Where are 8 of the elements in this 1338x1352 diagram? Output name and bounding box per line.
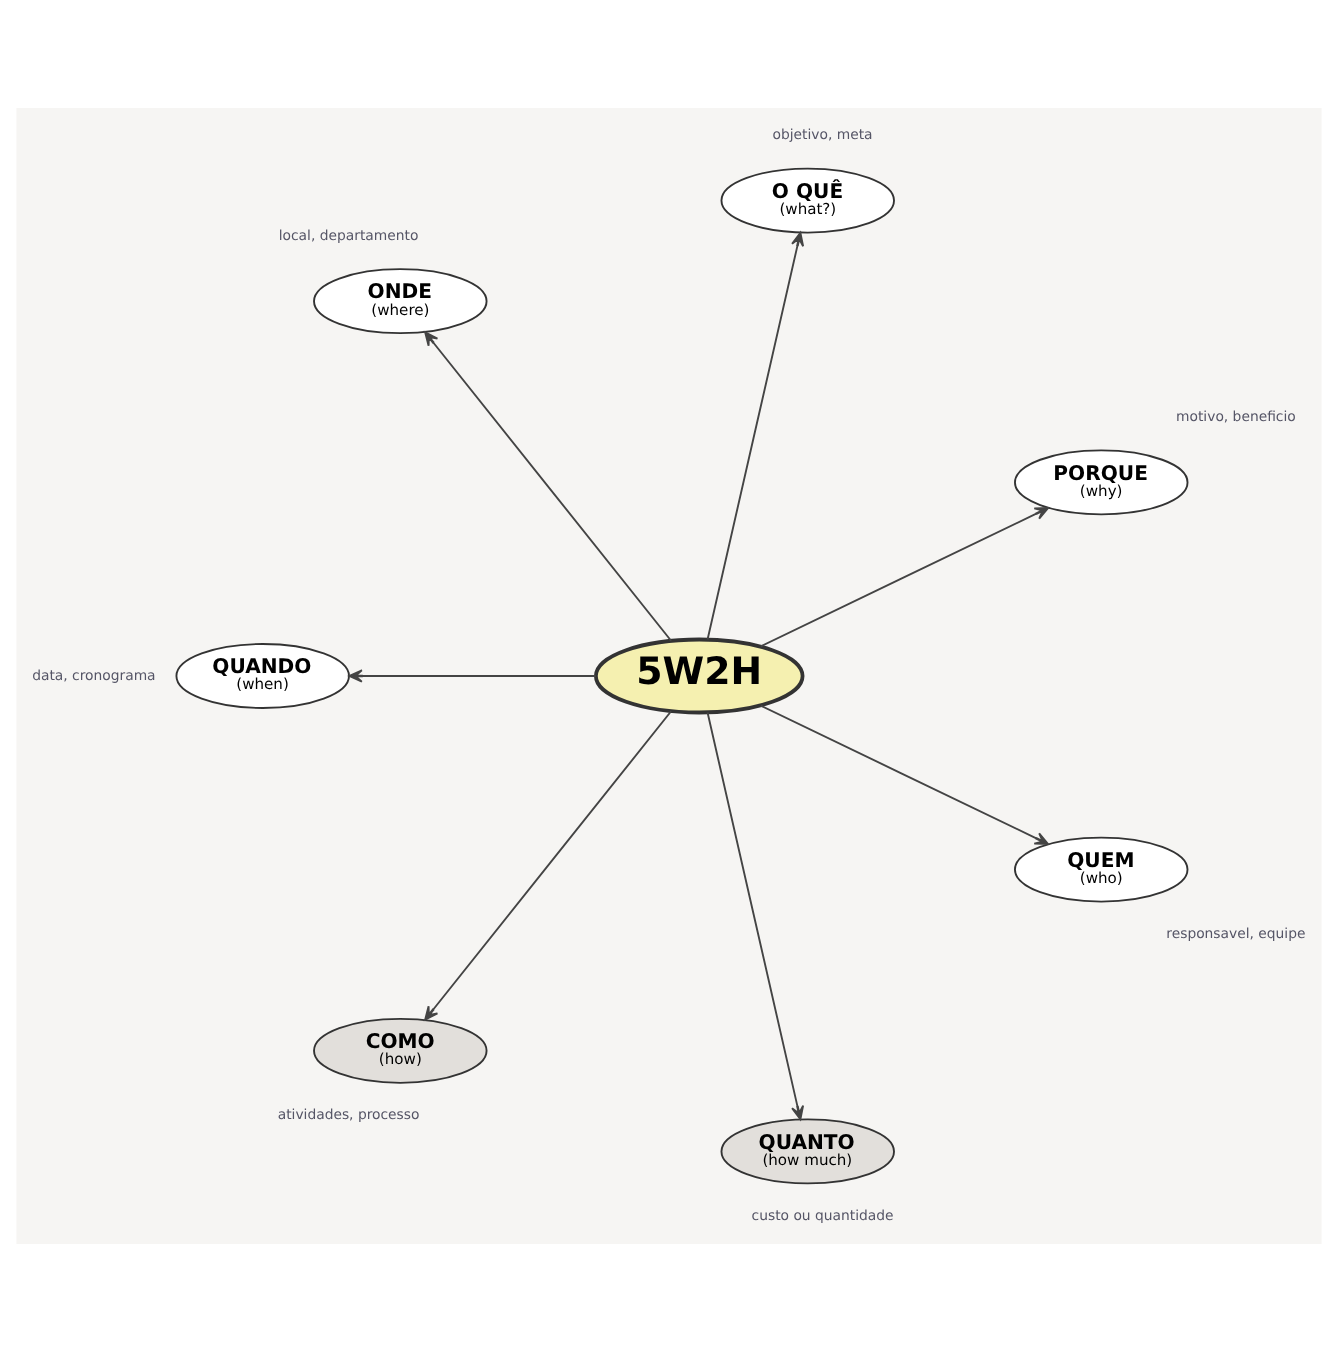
- arrow: [706, 711, 805, 1121]
- arrow: [759, 507, 1050, 648]
- arrow: [706, 231, 805, 641]
- arrow: [759, 704, 1050, 845]
- arrow: [348, 669, 597, 683]
- arrow: [424, 710, 673, 1021]
- arrow: [424, 331, 673, 642]
- node-ellipse: 5W2H: [594, 637, 805, 715]
